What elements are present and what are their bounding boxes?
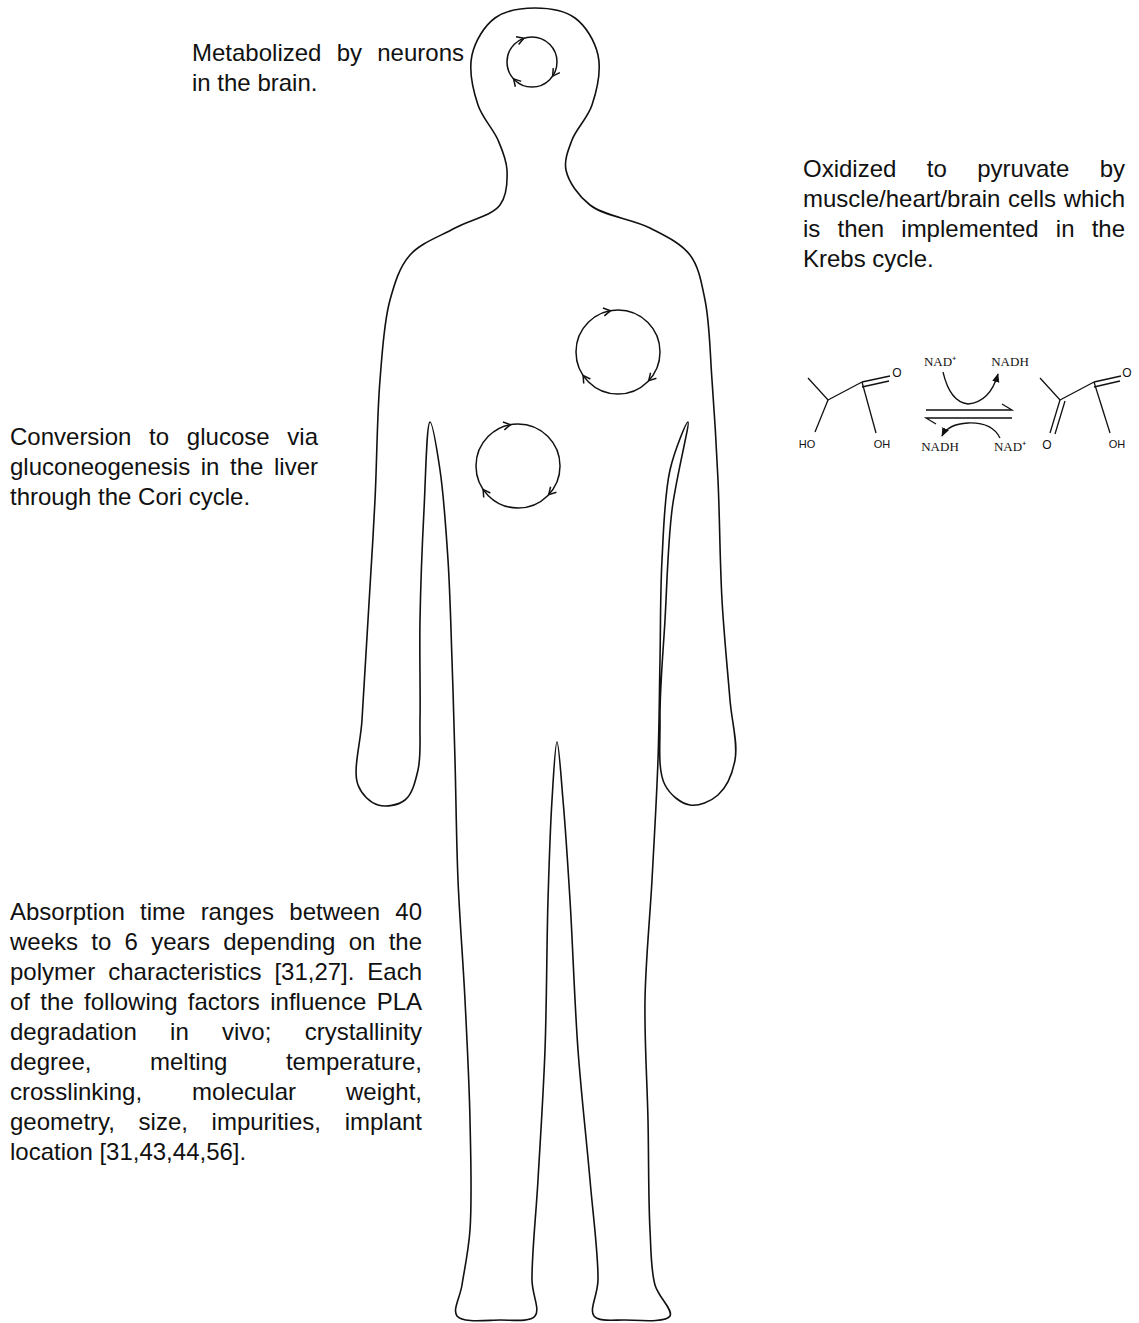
note-text: Absorption time ranges between 40 weeks …	[10, 897, 422, 1167]
cofactor-label: NAD⁺	[924, 355, 956, 368]
cycle-circle	[576, 310, 660, 394]
cofactor-arrow	[943, 372, 998, 404]
atom-label: O	[1122, 367, 1131, 379]
atom-label: HO	[799, 439, 816, 450]
note-text: Oxidized to pyruvate by muscle/heart/bra…	[803, 154, 1125, 274]
cycle-arrowhead	[603, 308, 611, 316]
atom-label: OH	[874, 439, 891, 450]
cycle-arrowhead	[549, 487, 557, 495]
bond	[1040, 378, 1094, 400]
note-text: Conversion to glucose via gluconeogenesi…	[10, 422, 318, 512]
cycle-arrowhead	[483, 489, 490, 497]
cycle-circle	[507, 37, 557, 87]
cycle-symbols	[476, 37, 660, 508]
cycle-arrowhead	[583, 375, 590, 383]
bond	[862, 382, 876, 433]
cofactor-label: NADH	[921, 440, 959, 453]
atom-label: O	[1042, 439, 1051, 451]
cycle-arrowhead	[514, 79, 522, 87]
double-bond	[1094, 376, 1121, 387]
bond	[1094, 382, 1110, 433]
cycle-arrowhead	[516, 37, 524, 45]
double-bond	[862, 376, 890, 387]
atom-label: O	[892, 367, 901, 379]
cofactor-label: NADH	[991, 355, 1029, 368]
cycle-circle	[476, 424, 560, 508]
cycle-arrowhead	[649, 373, 657, 381]
cycle-arrowhead	[503, 422, 511, 430]
cofactor-arrow	[942, 423, 1000, 438]
bond	[808, 378, 862, 400]
bond	[815, 400, 828, 432]
cofactor-label: NAD⁺	[994, 440, 1026, 453]
cycle-arrowhead	[553, 68, 560, 76]
note-text: Metabolized by neurons in the brain.	[192, 38, 464, 98]
reaction-scheme	[808, 372, 1121, 438]
equilibrium-arrow	[926, 404, 1012, 410]
double-bond	[1050, 400, 1065, 434]
atom-label: OH	[1109, 439, 1126, 450]
